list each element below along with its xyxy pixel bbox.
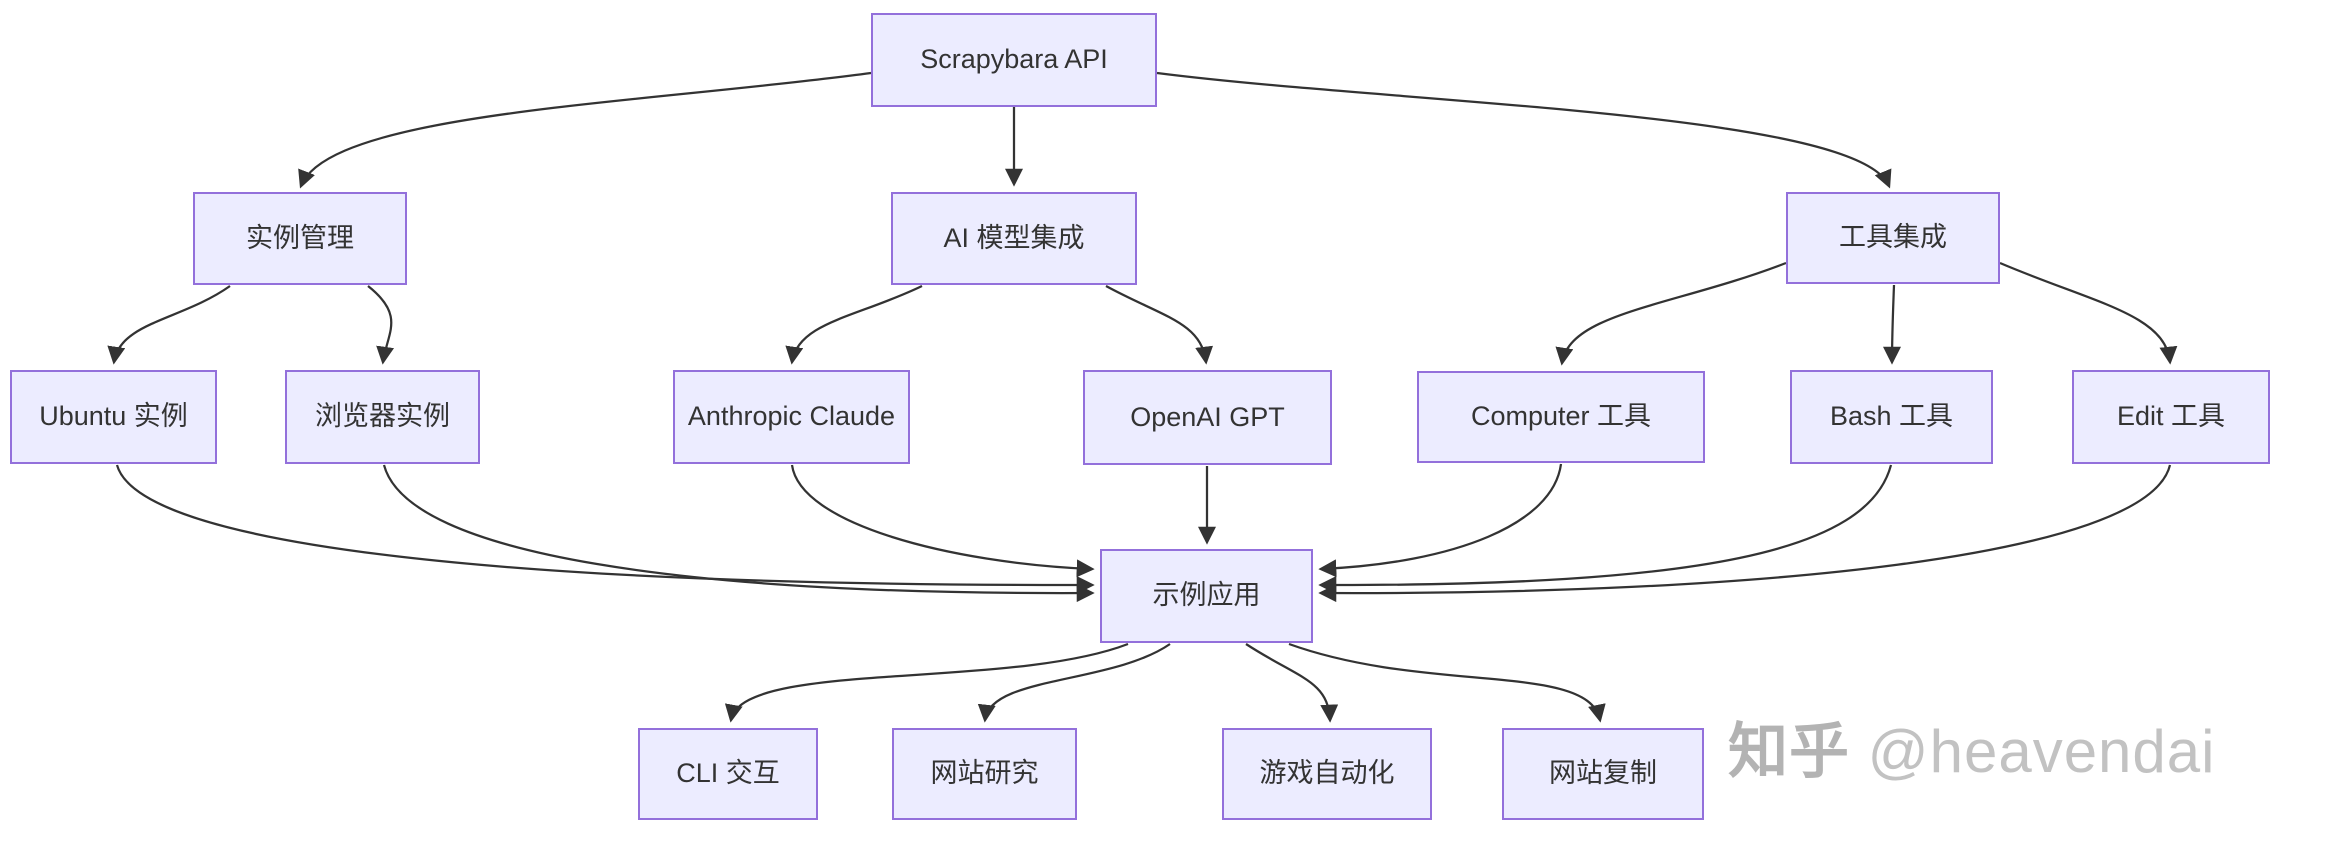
edge-api-to-tools <box>1156 71 1892 189</box>
edge-examples-to-game-auto <box>1245 643 1339 723</box>
edge-api-to-instance-mgmt <box>298 71 872 189</box>
edge-computer-tool-to-examples <box>1318 463 1563 578</box>
edge-ai-models-to-claude <box>785 284 923 365</box>
node-web-clone: 网站复制 <box>1502 728 1704 820</box>
node-ubuntu-instance: Ubuntu 实例 <box>10 370 217 464</box>
node-instance-management: 实例管理 <box>193 192 407 285</box>
edge-claude-to-examples <box>790 464 1095 578</box>
node-web-research: 网站研究 <box>892 728 1077 820</box>
edge-ai-models-to-openai <box>1105 285 1214 365</box>
edge-edit-tool-to-examples <box>1318 464 2172 603</box>
zhihu-watermark: 知乎 @heavendai <box>1728 713 2216 791</box>
watermark-username: @heavendai <box>1867 718 2216 785</box>
node-game-automation: 游戏自动化 <box>1222 728 1432 820</box>
node-example-apps: 示例应用 <box>1100 549 1313 643</box>
node-browser-instance: 浏览器实例 <box>285 370 480 464</box>
node-ai-model-integration: AI 模型集成 <box>891 192 1137 285</box>
edge-tools-to-edit-tool <box>1999 261 2178 365</box>
edge-examples-to-web-research <box>977 643 1171 723</box>
node-computer-tool: Computer 工具 <box>1417 371 1705 463</box>
node-openai-gpt: OpenAI GPT <box>1083 370 1332 465</box>
edge-examples-to-web-clone <box>1288 642 1606 723</box>
edge-browser-to-examples <box>382 464 1095 603</box>
node-cli-interaction: CLI 交互 <box>638 728 818 820</box>
edge-bash-tool-to-examples <box>1318 464 1893 595</box>
edge-examples-to-cli <box>724 642 1129 723</box>
edge-instance-mgmt-to-ubuntu <box>107 285 231 365</box>
node-bash-tool: Bash 工具 <box>1790 370 1993 464</box>
node-anthropic-claude: Anthropic Claude <box>673 370 910 464</box>
edge-instance-mgmt-to-browser <box>367 285 395 365</box>
edge-tools-to-bash-tool <box>1883 284 1902 365</box>
node-edit-tool: Edit 工具 <box>2072 370 2270 464</box>
edge-ubuntu-to-examples <box>115 464 1095 595</box>
node-scrapybara-api: Scrapybara API <box>871 13 1157 107</box>
edge-tools-to-computer-tool <box>1555 261 1787 366</box>
zhihu-logo-text: 知乎 <box>1728 718 1850 785</box>
node-tool-integration: 工具集成 <box>1786 192 2000 284</box>
